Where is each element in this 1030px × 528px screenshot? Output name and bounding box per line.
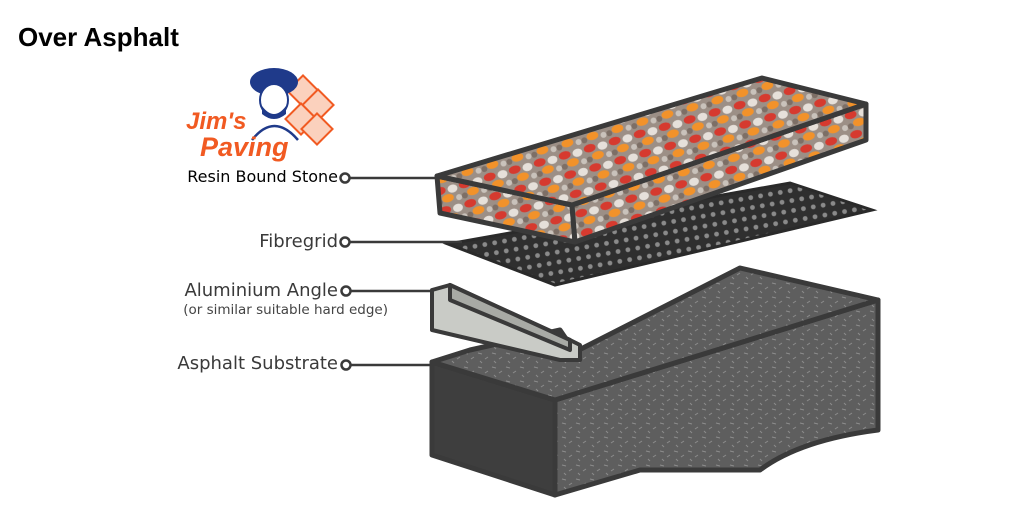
logo-text-paving: Paving <box>200 132 289 162</box>
paver-tiles-icon <box>284 74 335 146</box>
label-asphalt-substrate: Asphalt Substrate <box>177 353 338 374</box>
jim-mascot-icon <box>250 68 299 141</box>
label-resin-bound-stone: Resin Bound Stone <box>187 167 338 186</box>
resin-bound-stone-slab <box>434 75 869 245</box>
leader-dot <box>339 236 351 248</box>
jims-paving-logo <box>250 68 335 146</box>
leader-dot <box>340 359 352 371</box>
page-title: Over Asphalt <box>18 22 179 52</box>
asphalt-substrate-block <box>429 265 881 498</box>
leader-dot <box>339 172 351 184</box>
label-aluminium-angle: Aluminium Angle <box>184 280 338 301</box>
label-fibregrid: Fibregrid <box>259 231 338 252</box>
label-aluminium-angle-note: (or similar suitable hard edge) <box>183 302 388 318</box>
leader-dot <box>340 285 352 297</box>
logo-text-jims: Jim's <box>186 108 247 135</box>
aluminium-angle <box>430 283 582 362</box>
